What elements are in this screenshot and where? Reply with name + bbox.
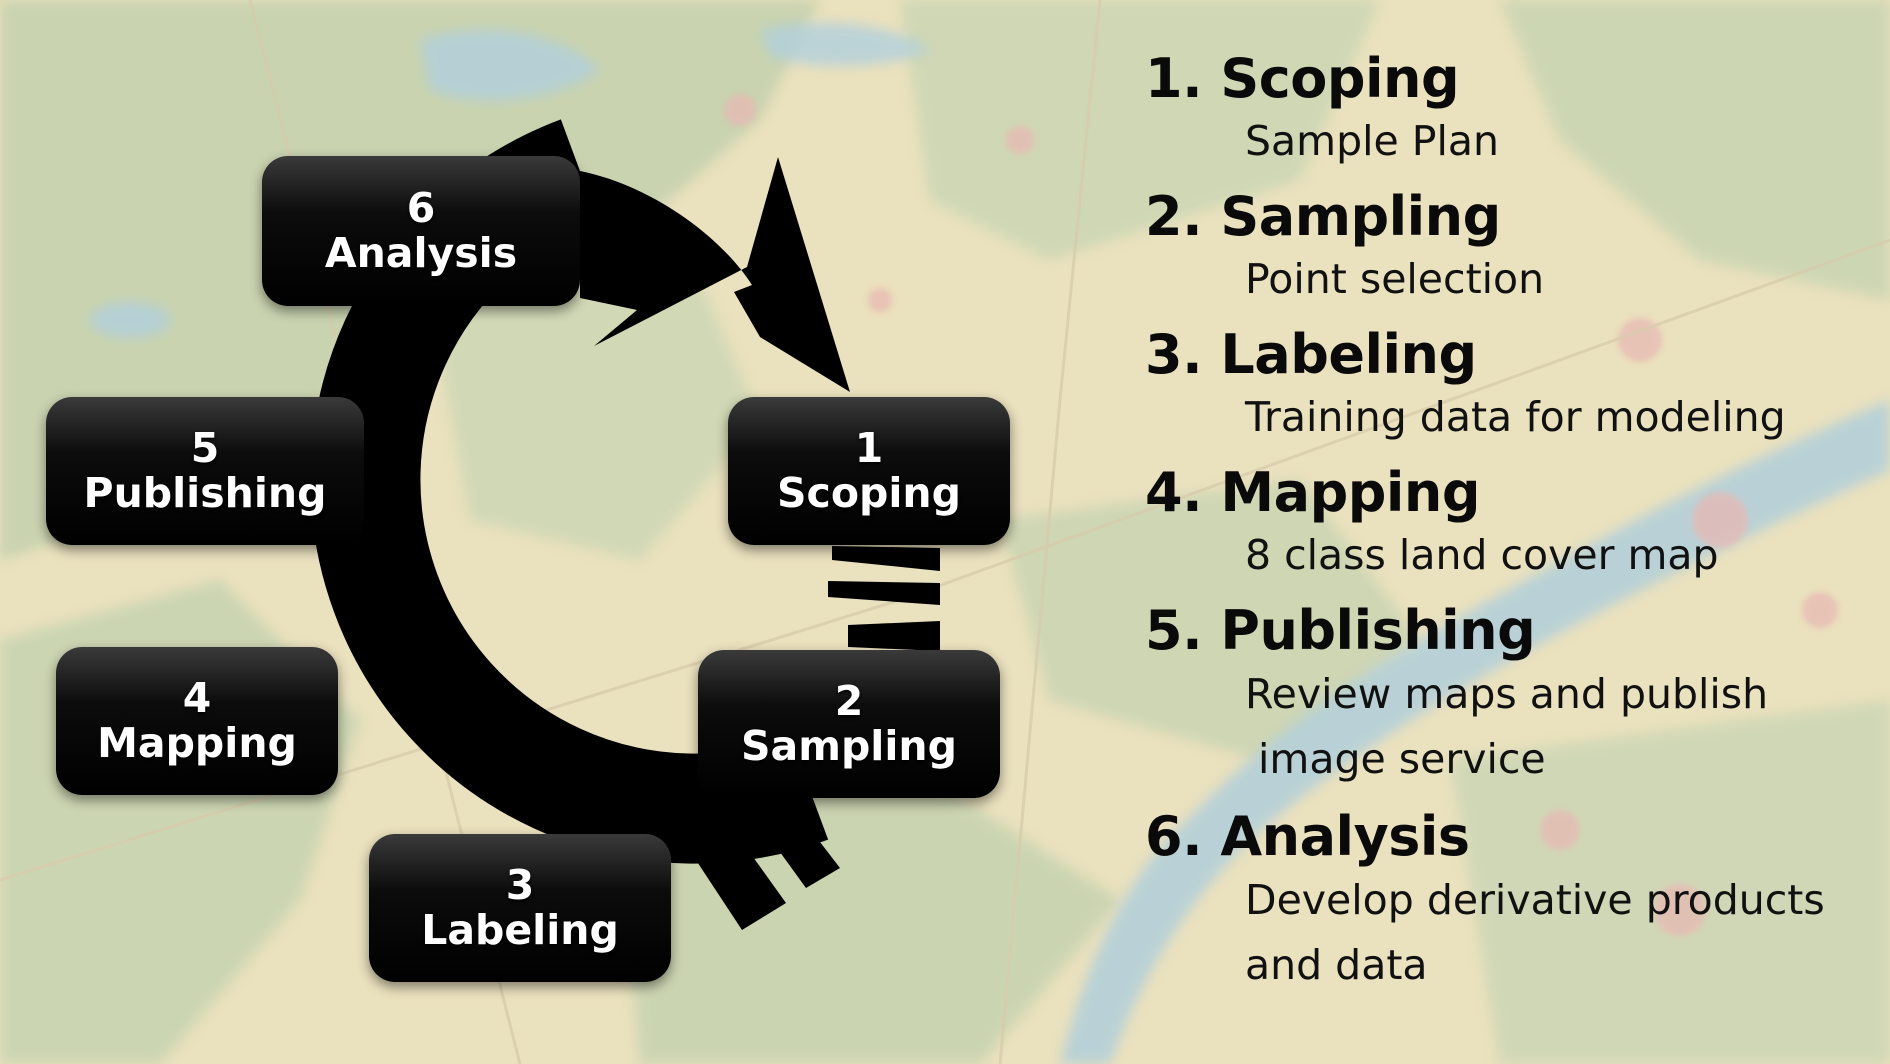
node-number: 3: [505, 861, 535, 909]
arrow-segment: [828, 581, 940, 605]
node-label: Scoping: [777, 469, 961, 517]
node-labeling: 3 Labeling: [369, 834, 671, 982]
node-label: Analysis: [324, 229, 518, 277]
step-description: 8 class land cover map: [1245, 531, 1719, 579]
step-item: 2. Sampling Point selection: [1145, 186, 1880, 310]
node-label: Publishing: [83, 469, 327, 517]
step-heading: 6. Analysis: [1145, 805, 1470, 868]
step-heading: 4. Mapping: [1145, 461, 1480, 524]
node-label: Sampling: [741, 722, 957, 770]
node-label: Labeling: [421, 906, 619, 954]
step-list: 1. Scoping Sample Plan 2. Sampling Point…: [1145, 48, 1880, 1012]
step-heading: 2. Sampling: [1145, 185, 1501, 248]
step-item: 3. Labeling Training data for modeling: [1145, 324, 1880, 448]
step-description-line: image service: [1245, 735, 1546, 783]
node-number: 5: [190, 424, 220, 472]
step-heading: 1. Scoping: [1145, 47, 1460, 110]
node-scoping: 1 Scoping: [728, 397, 1010, 545]
step-description-line: and data: [1245, 941, 1428, 989]
step-description: Sample Plan: [1245, 117, 1499, 165]
node-label: Mapping: [97, 719, 297, 767]
step-item: 5. Publishing Review maps and publish im…: [1145, 600, 1880, 792]
step-description: Develop derivative products and data: [1145, 868, 1880, 998]
node-analysis: 6 Analysis: [262, 156, 580, 306]
arrow-segment: [832, 546, 940, 571]
step-description-line: Review maps and publish: [1245, 670, 1769, 718]
step-description-line: Develop derivative products: [1245, 876, 1825, 924]
arrow-segment: [848, 621, 940, 651]
arrow-segment: [688, 822, 786, 930]
step-item: 4. Mapping 8 class land cover map: [1145, 462, 1880, 586]
node-number: 1: [854, 424, 884, 472]
step-description: Review maps and publish image service: [1145, 662, 1880, 792]
node-sampling: 2 Sampling: [698, 650, 1000, 798]
node-publishing: 5 Publishing: [46, 397, 364, 545]
node-number: 2: [834, 677, 864, 725]
step-description: Point selection: [1245, 255, 1545, 303]
node-mapping: 4 Mapping: [56, 647, 338, 795]
step-item: 1. Scoping Sample Plan: [1145, 48, 1880, 172]
step-heading: 5. Publishing: [1145, 599, 1536, 662]
node-number: 6: [406, 184, 436, 232]
arrow-segment: [748, 790, 840, 888]
node-number: 4: [182, 674, 212, 722]
step-heading: 3. Labeling: [1145, 323, 1477, 386]
step-description: Training data for modeling: [1245, 393, 1786, 441]
step-item: 6. Analysis Develop derivative products …: [1145, 806, 1880, 998]
